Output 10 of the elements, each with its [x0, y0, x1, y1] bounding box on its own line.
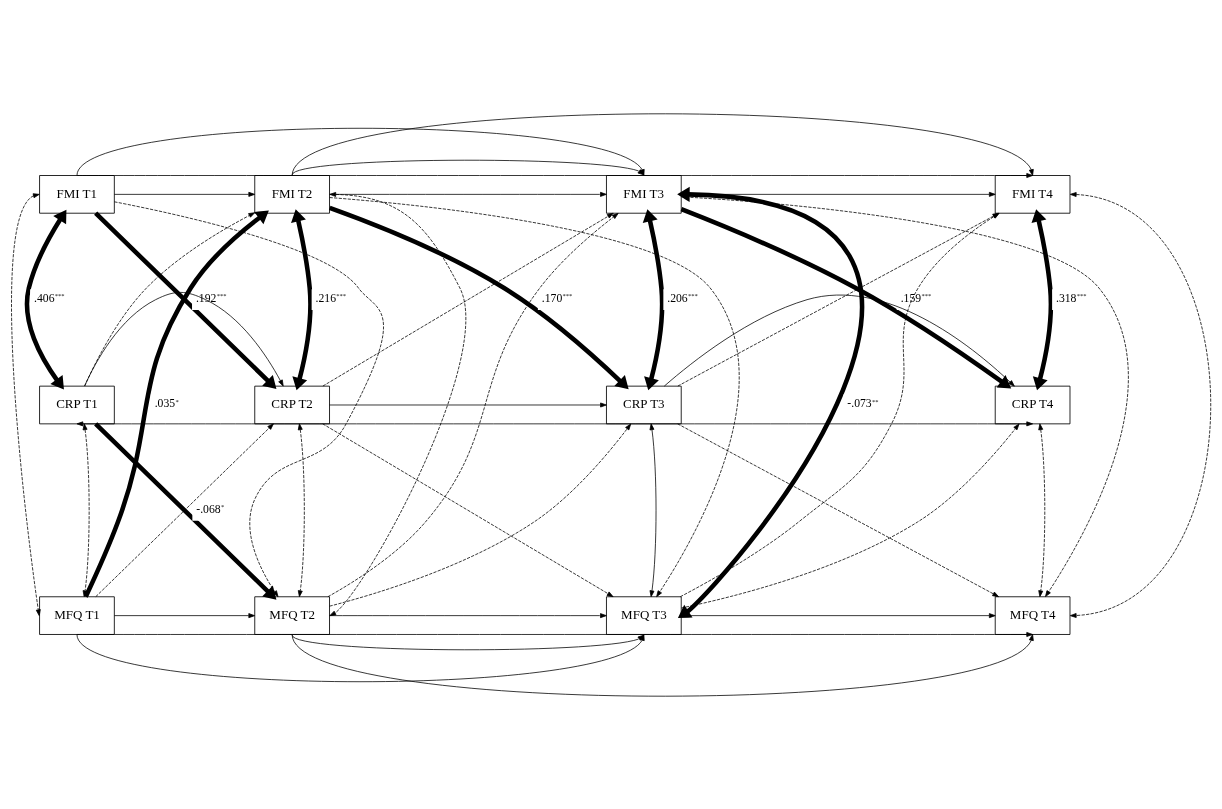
- edge-label: .318$^{***}$: [1056, 291, 1087, 305]
- edge-label: -.068$^{*}$: [196, 502, 225, 516]
- edge-label: -.073$^{**}$: [847, 396, 879, 410]
- edge-label: .216$^{***}$: [315, 291, 347, 305]
- edge-label: .035$^{*}$: [154, 396, 179, 410]
- edge-label: .206$^{***}$: [667, 291, 698, 305]
- edge-label: .406$^{***}$: [34, 291, 65, 305]
- edge-label: .170$^{***}$: [541, 291, 573, 305]
- edge-label: .192$^{***}$: [195, 291, 227, 305]
- edge-label: .159$^{***}$: [900, 291, 932, 305]
